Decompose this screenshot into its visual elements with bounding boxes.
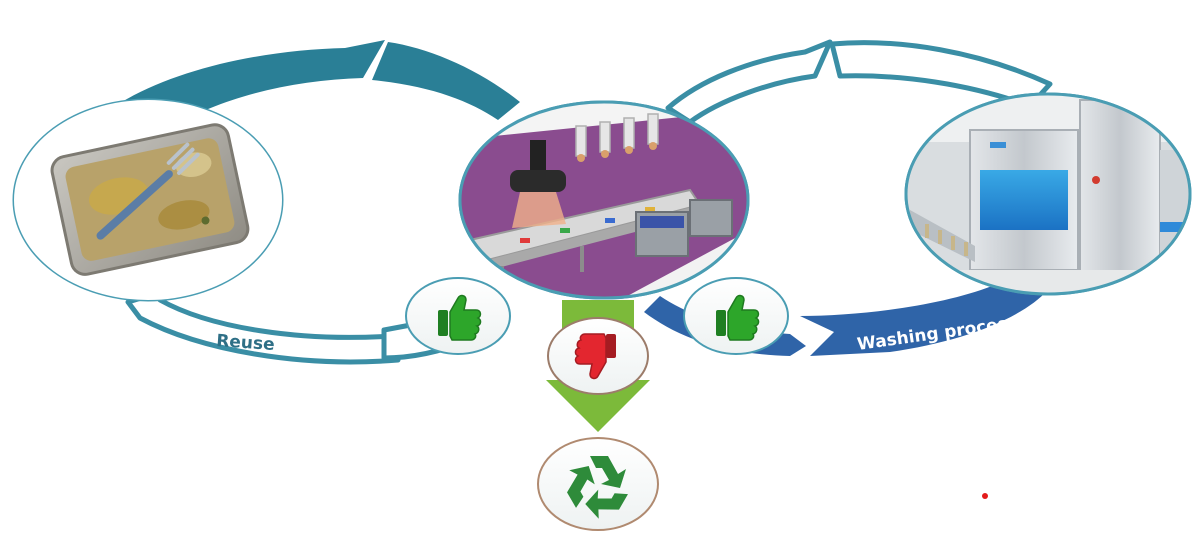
washing-node [904, 92, 1192, 296]
recycle-node [537, 437, 659, 531]
used-tray-with-fork-photo [14, 100, 282, 300]
thumbs-up-icon [438, 294, 482, 341]
washing-process-arrow [800, 286, 1048, 356]
sorting-node [458, 100, 750, 300]
thumbs-down-icon [574, 333, 616, 380]
thumbs-up-icon [716, 294, 760, 341]
top-center-arrow-segment [372, 42, 520, 120]
approve-reuse-badge [405, 277, 511, 355]
reuse-label: Reuse [216, 331, 276, 355]
red-dot [982, 493, 988, 499]
approve-washing-badge [683, 277, 789, 355]
robotic-sorting-conveyor-render [460, 102, 748, 298]
tray-node [12, 98, 284, 302]
reject-badge [547, 317, 649, 395]
top-far-right-arrow-segment [829, 40, 1053, 109]
top-right-arrow-segment [665, 39, 833, 125]
recycle-icon [567, 456, 628, 519]
